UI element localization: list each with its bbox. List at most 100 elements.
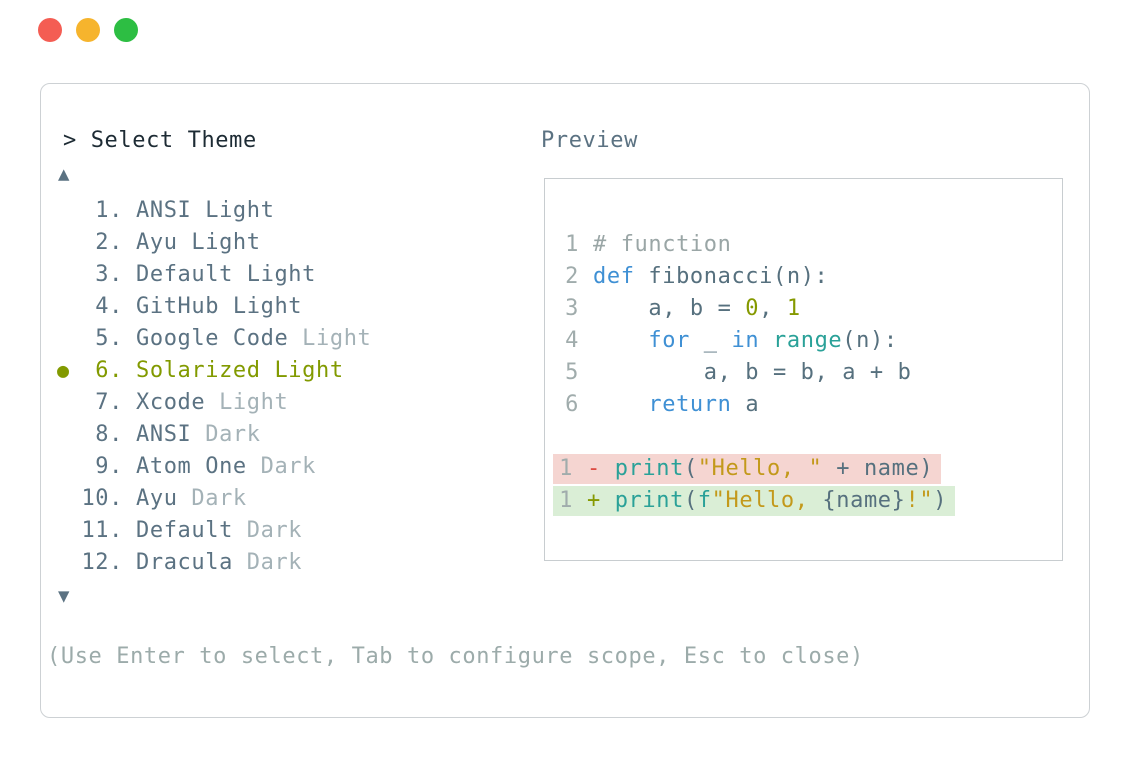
preview-code: 1 # function 2 def fibonacci(n): 3 a, b = 0,… [544, 178, 1063, 561]
theme-item-number: 1. [95, 197, 123, 223]
theme-item-variant: Dark [205, 421, 261, 447]
code-token: !" [905, 488, 934, 513]
code-token: # function [593, 232, 732, 257]
code-token: "Hello, " [697, 456, 823, 481]
code-token: ) [933, 488, 948, 513]
theme-item-variant: Light [191, 229, 261, 255]
code-token: f [697, 488, 712, 513]
code-line: 5 a, b = b, a + b [545, 357, 1062, 389]
theme-item-variant: Light [302, 325, 372, 351]
line-number: 1 [565, 232, 579, 257]
scroll-up-icon[interactable]: ▲ [58, 163, 70, 185]
theme-item-name: Default [136, 517, 247, 543]
code-token: "Hello, [711, 488, 823, 513]
code-line: 4 for _ in range(n): [545, 325, 1062, 357]
theme-item-name: Solarized [136, 357, 275, 383]
code-token: 1 [786, 296, 801, 321]
code-token: , [759, 296, 787, 321]
theme-item-name: Xcode [136, 389, 220, 415]
code-token: fibonacci(n): [634, 264, 829, 289]
theme-item-number: 4. [95, 293, 123, 319]
theme-item-number: 7. [95, 389, 123, 415]
theme-list-item[interactable]: 2. Ayu Light [57, 226, 371, 258]
line-number: 1 [559, 488, 573, 513]
theme-item-name: ANSI [136, 197, 206, 223]
theme-list-item[interactable]: 8. ANSI Dark [57, 418, 371, 450]
theme-list-item[interactable]: 1. ANSI Light [57, 194, 371, 226]
code-token: print [614, 456, 684, 481]
code-line [545, 421, 1062, 453]
selected-bullet-icon: ● [57, 358, 70, 382]
code-token: _ [689, 328, 732, 353]
theme-item-number: 11. [81, 517, 123, 543]
theme-item-variant: Light [219, 389, 289, 415]
theme-list-item[interactable]: 9.Atom One Dark [57, 450, 371, 482]
minimize-button[interactable] [76, 18, 100, 42]
theme-item-variant: Light [232, 293, 303, 319]
theme-item-name: Atom One [136, 453, 261, 479]
theme-list-item[interactable]: 4. GitHub Light [57, 290, 371, 322]
code-token: a, b = [593, 296, 746, 321]
scroll-down-icon[interactable]: ▼ [58, 585, 70, 607]
theme-item-number: 6. [95, 357, 123, 383]
code-token: for [648, 328, 690, 353]
preview-label: Preview [541, 128, 638, 153]
code-token: range [773, 328, 843, 353]
code-token: in [731, 328, 760, 353]
theme-item-name: Google Code [136, 325, 303, 351]
theme-item-variant: Dark [191, 485, 247, 511]
theme-item-number: 12. [81, 549, 123, 575]
code-line: 1 # function [545, 229, 1062, 261]
window-controls [38, 18, 138, 42]
code-token [759, 328, 773, 353]
theme-picker-window: > Select Theme ▲ 1. ANSI Light 2. Ayu Light… [40, 83, 1090, 718]
line-number: 2 [565, 264, 579, 289]
code-token: a [731, 392, 760, 417]
code-token: (n): [842, 328, 898, 353]
theme-item-name: Ayu [136, 229, 192, 255]
code-token: print [614, 488, 684, 513]
code-token: {name} [822, 488, 906, 513]
theme-item-number: 10. [81, 485, 123, 511]
code-token: return [648, 392, 732, 417]
theme-item-number: 9. [95, 453, 123, 479]
zoom-button[interactable] [114, 18, 138, 42]
theme-list-item[interactable]: 10. Ayu Dark [57, 482, 371, 514]
theme-item-number: 2. [95, 229, 123, 255]
code-token: - [587, 456, 615, 481]
theme-item-variant: Dark [246, 549, 303, 575]
code-token: 0 [745, 296, 760, 321]
theme-item-variant: Dark [246, 517, 303, 543]
code-token: a, b = b, a + b [593, 360, 912, 385]
code-diff-line-removed: 1- print("Hello, " + name) [545, 453, 1062, 485]
line-number: 6 [565, 392, 579, 417]
line-number: 5 [565, 360, 579, 385]
theme-item-name: GitHub [136, 293, 233, 319]
theme-item-name: Default [136, 261, 247, 287]
theme-item-variant: Light [246, 261, 316, 287]
theme-item-name: Ayu [136, 485, 192, 511]
code-token [593, 392, 648, 417]
code-line: 3 a, b = 0, 1 [545, 293, 1062, 325]
theme-list-item[interactable]: 12.Dracula Dark [57, 546, 371, 578]
code-line: 6 return a [545, 389, 1062, 421]
code-token: + name) [822, 456, 934, 481]
theme-list-item[interactable]: 5. Google Code Light [57, 322, 371, 354]
theme-item-number: 5. [95, 325, 123, 351]
code-diff-line-added: 1+ print(f"Hello, {name}!") [545, 485, 1062, 517]
code-token: def [593, 264, 635, 289]
theme-list-item[interactable]: ●6.Solarized Light [57, 354, 371, 386]
theme-list-item[interactable]: 7. Xcode Light [57, 386, 371, 418]
theme-item-name: ANSI [136, 421, 206, 447]
close-button[interactable] [38, 18, 62, 42]
select-theme-prompt: > Select Theme [63, 128, 257, 153]
theme-item-variant: Light [205, 197, 275, 223]
line-number: 1 [559, 456, 573, 481]
theme-list-item[interactable]: 11. Default Dark [57, 514, 371, 546]
code-line: 2 def fibonacci(n): [545, 261, 1062, 293]
code-token [593, 328, 648, 353]
theme-list-item[interactable]: 3.Default Light [57, 258, 371, 290]
theme-item-number: 8. [95, 421, 123, 447]
line-number: 4 [565, 328, 579, 353]
